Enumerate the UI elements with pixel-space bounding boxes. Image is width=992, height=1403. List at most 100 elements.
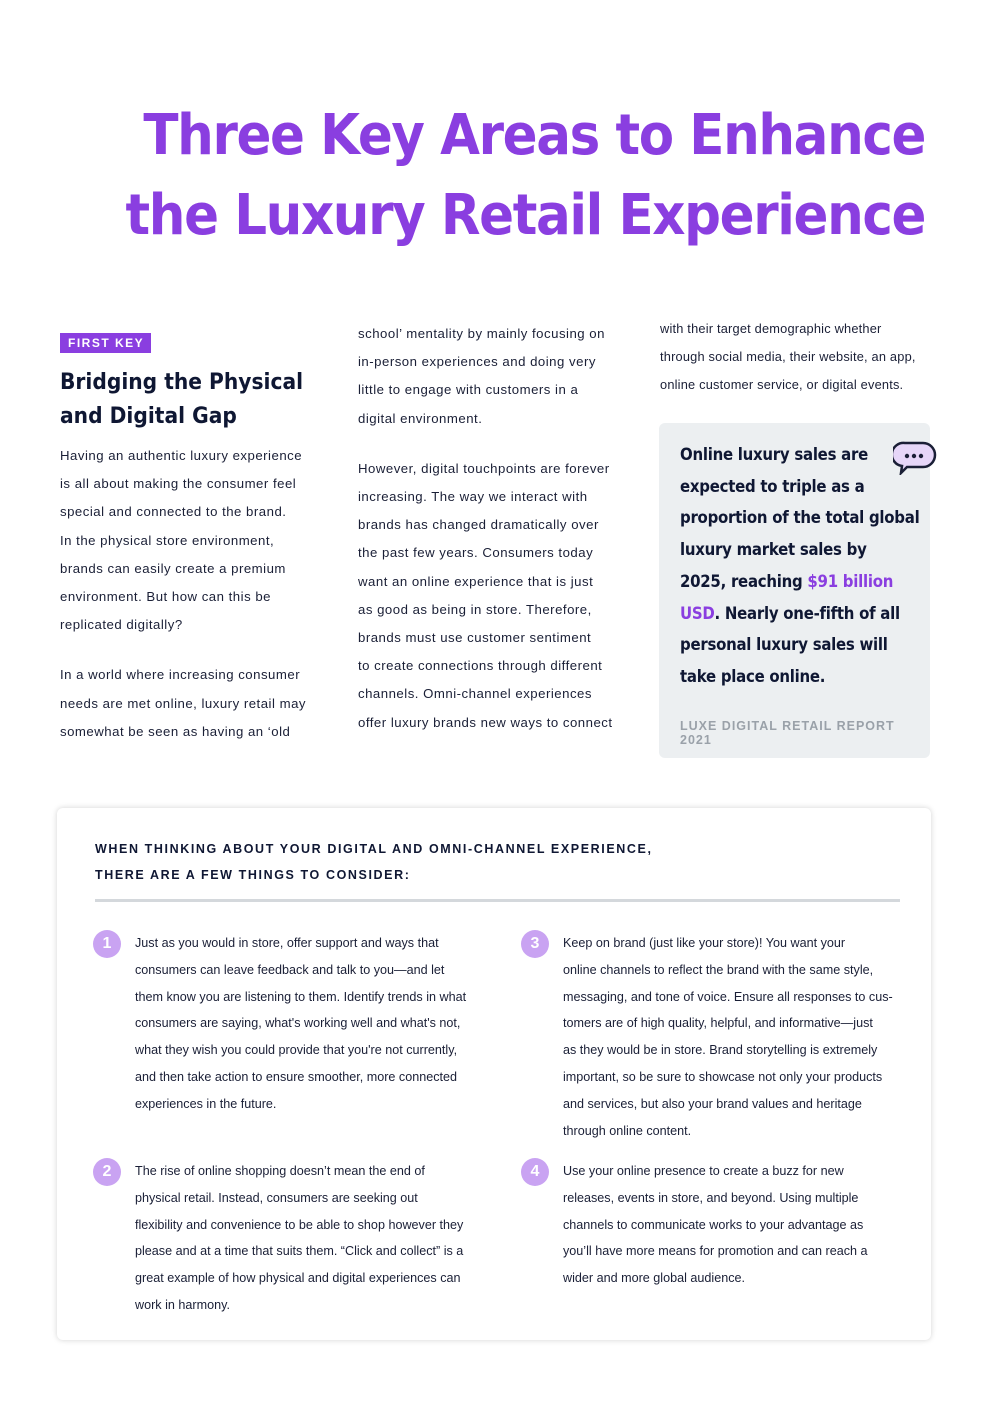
text-line: Use your online presence to create a buz… bbox=[563, 1164, 844, 1178]
text-line: environment. But how can this be bbox=[60, 589, 271, 605]
quote-line: USD. Nearly one-fifth of all bbox=[680, 599, 919, 631]
text-line: is all about making the consumer feel bbox=[60, 476, 297, 492]
quote-line: 2025, reaching $91 billion bbox=[680, 567, 919, 599]
paragraph: with their target demographic whether thr… bbox=[660, 315, 916, 400]
quote-fragment: 2025, reaching bbox=[680, 571, 808, 592]
text-line: want an online experience that is just bbox=[358, 573, 594, 589]
text-line: needs are met online, luxury retail may bbox=[60, 695, 306, 711]
quote-text: Online luxury sales are expected to trip… bbox=[680, 440, 920, 694]
text-line: and then take action to ensure smoother,… bbox=[135, 1069, 458, 1084]
text-line: channels to communicate works to your ad… bbox=[563, 1217, 864, 1232]
quote-fragment: . Nearly one-fifth of all bbox=[714, 603, 901, 624]
section-badge: FIRST KEY bbox=[60, 333, 152, 353]
card-heading-line: THERE ARE A FEW THINGS TO CONSIDER: bbox=[95, 868, 411, 882]
item-text: Just as you would in store, offer suppor… bbox=[135, 930, 466, 1118]
item-text: The rise of online shopping doesn’t mean… bbox=[135, 1158, 463, 1319]
text-line: messaging, and tone of voice. Ensure all… bbox=[563, 989, 893, 1004]
text-line: to create connections through different bbox=[358, 658, 603, 674]
text-line: the past few years. Consumers today bbox=[358, 545, 594, 561]
list-item: 3 Keep on brand (just like your store)! … bbox=[521, 930, 893, 1144]
text-line: brands can easily create a premium bbox=[60, 560, 286, 576]
chat-bubble-icon bbox=[893, 441, 937, 475]
card-heading-line: WHEN THINKING ABOUT YOUR DIGITAL AND OMN… bbox=[95, 842, 653, 856]
title-line: Three Key Areas to Enhance bbox=[143, 103, 926, 168]
divider bbox=[95, 899, 900, 902]
section-heading: Bridging the Physical and Digital Gap bbox=[60, 366, 303, 434]
considerations-card: WHEN THINKING ABOUT YOUR DIGITAL AND OMN… bbox=[57, 808, 931, 1340]
text-line: In a world where increasing consumer bbox=[60, 667, 301, 683]
text-line: increasing. The way we interact with bbox=[358, 489, 588, 505]
item-text: Use your online presence to create a buz… bbox=[563, 1158, 868, 1292]
text-line: through social media, their website, an … bbox=[660, 349, 916, 365]
text-line: what they wish you could provide that yo… bbox=[135, 1043, 458, 1058]
text-line: releases, events in store, and beyond. U… bbox=[563, 1190, 859, 1205]
text-line: with their target demographic whether bbox=[660, 321, 882, 336]
list-item: 4 Use your online presence to create a b… bbox=[521, 1158, 868, 1292]
heading-line: Bridging the Physical bbox=[60, 370, 304, 395]
text-line: little to engage with customers in a bbox=[358, 382, 579, 398]
number-badge: 4 bbox=[521, 1158, 549, 1186]
text-line: great example of how physical and digita… bbox=[135, 1271, 461, 1286]
text-line: work in harmony. bbox=[135, 1297, 230, 1312]
quote-highlight: $91 billion bbox=[807, 571, 894, 592]
number-badge: 1 bbox=[93, 930, 121, 958]
list-item: 2 The rise of online shopping doesn’t me… bbox=[93, 1158, 463, 1319]
quote-highlight: USD bbox=[680, 603, 715, 624]
title-line: the Luxury Retail Experience bbox=[125, 183, 926, 248]
quote-line: luxury market sales by bbox=[680, 540, 867, 561]
quote-line: Online luxury sales are bbox=[680, 445, 868, 465]
text-line: online channels to reflect the brand wit… bbox=[563, 962, 874, 977]
quote-line: personal luxury sales will bbox=[680, 635, 888, 656]
text-line: channels. Omni-channel experiences bbox=[358, 686, 592, 702]
text-line: tomers are of high quality, helpful, and… bbox=[563, 1016, 873, 1031]
text-line: replicated digitally? bbox=[60, 617, 183, 633]
text-line: experiences in the future. bbox=[135, 1096, 277, 1111]
text-line: Keep on brand (just like your store)! Yo… bbox=[563, 936, 846, 950]
text-line: Having an authentic luxury experience bbox=[60, 448, 303, 463]
text-line: physical retail. Instead, consumers are … bbox=[135, 1190, 418, 1205]
text-line: and services, but also your brand values… bbox=[563, 1096, 862, 1111]
list-item: 1 Just as you would in store, offer supp… bbox=[93, 930, 466, 1118]
text-line: offer luxury brands new ways to connect bbox=[358, 714, 613, 730]
text-line: digital environment. bbox=[358, 410, 483, 426]
text-line: consumers are saying, what's working wel… bbox=[135, 1016, 461, 1031]
text-line: please and at a time that suits them. “C… bbox=[135, 1244, 464, 1259]
number-badge: 2 bbox=[93, 1158, 121, 1186]
page-title: Three Key Areas to Enhance the Luxury Re… bbox=[125, 96, 926, 256]
text-line: flexibility and convenience to be able t… bbox=[135, 1217, 464, 1232]
text-line: In the physical store environment, bbox=[60, 532, 275, 548]
text-line: Just as you would in store, offer suppor… bbox=[135, 936, 439, 950]
text-line: in-person experiences and doing very bbox=[358, 354, 596, 370]
heading-line: and Digital Gap bbox=[60, 404, 237, 429]
paragraph: school’ mentality by mainly focusing on i… bbox=[358, 320, 613, 433]
text-line: school’ mentality by mainly focusing on bbox=[358, 326, 605, 341]
body-column-1: Having an authentic luxury experience is … bbox=[60, 442, 306, 746]
text-line: through online content. bbox=[563, 1123, 692, 1138]
card-heading: WHEN THINKING ABOUT YOUR DIGITAL AND OMN… bbox=[95, 836, 653, 888]
text-line: brands must use customer sentiment bbox=[358, 630, 592, 646]
text-line: However, digital touchpoints are forever bbox=[358, 460, 610, 476]
quote-line: expected to triple as a bbox=[680, 476, 865, 497]
paragraph: Having an authentic luxury experience is … bbox=[60, 442, 306, 639]
text-line: somewhat be seen as having an ‘old bbox=[60, 723, 291, 739]
quote-line: take place online. bbox=[680, 666, 826, 687]
text-line: brands has changed dramatically over bbox=[358, 517, 599, 533]
text-line: them know you are listening to them. Ide… bbox=[135, 989, 467, 1004]
text-line: The rise of online shopping doesn’t mean… bbox=[135, 1164, 425, 1178]
paragraph: In a world where increasing consumer need… bbox=[60, 661, 306, 746]
body-column-2: school’ mentality by mainly focusing on i… bbox=[358, 320, 613, 737]
text-line: as they would be in store. Brand storyte… bbox=[563, 1043, 878, 1058]
pull-quote: Online luxury sales are expected to trip… bbox=[659, 423, 930, 758]
body-column-3: with their target demographic whether thr… bbox=[660, 315, 916, 400]
text-line: important, so be sure to showcase not on… bbox=[563, 1069, 883, 1084]
text-line: online customer service, or digital even… bbox=[660, 377, 904, 393]
quote-line: proportion of the total global bbox=[680, 508, 920, 529]
text-line: you’ll have more means for promotion and… bbox=[563, 1244, 868, 1259]
text-line: as good as being in store. Therefore, bbox=[358, 601, 592, 617]
text-line: special and connected to the brand. bbox=[60, 504, 287, 520]
number-badge: 3 bbox=[521, 930, 549, 958]
item-text: Keep on brand (just like your store)! Yo… bbox=[563, 930, 893, 1144]
text-line: wider and more global audience. bbox=[563, 1271, 746, 1286]
paragraph: However, digital touchpoints are forever… bbox=[358, 455, 613, 737]
text-line: consumers can leave feedback and talk to… bbox=[135, 962, 445, 977]
